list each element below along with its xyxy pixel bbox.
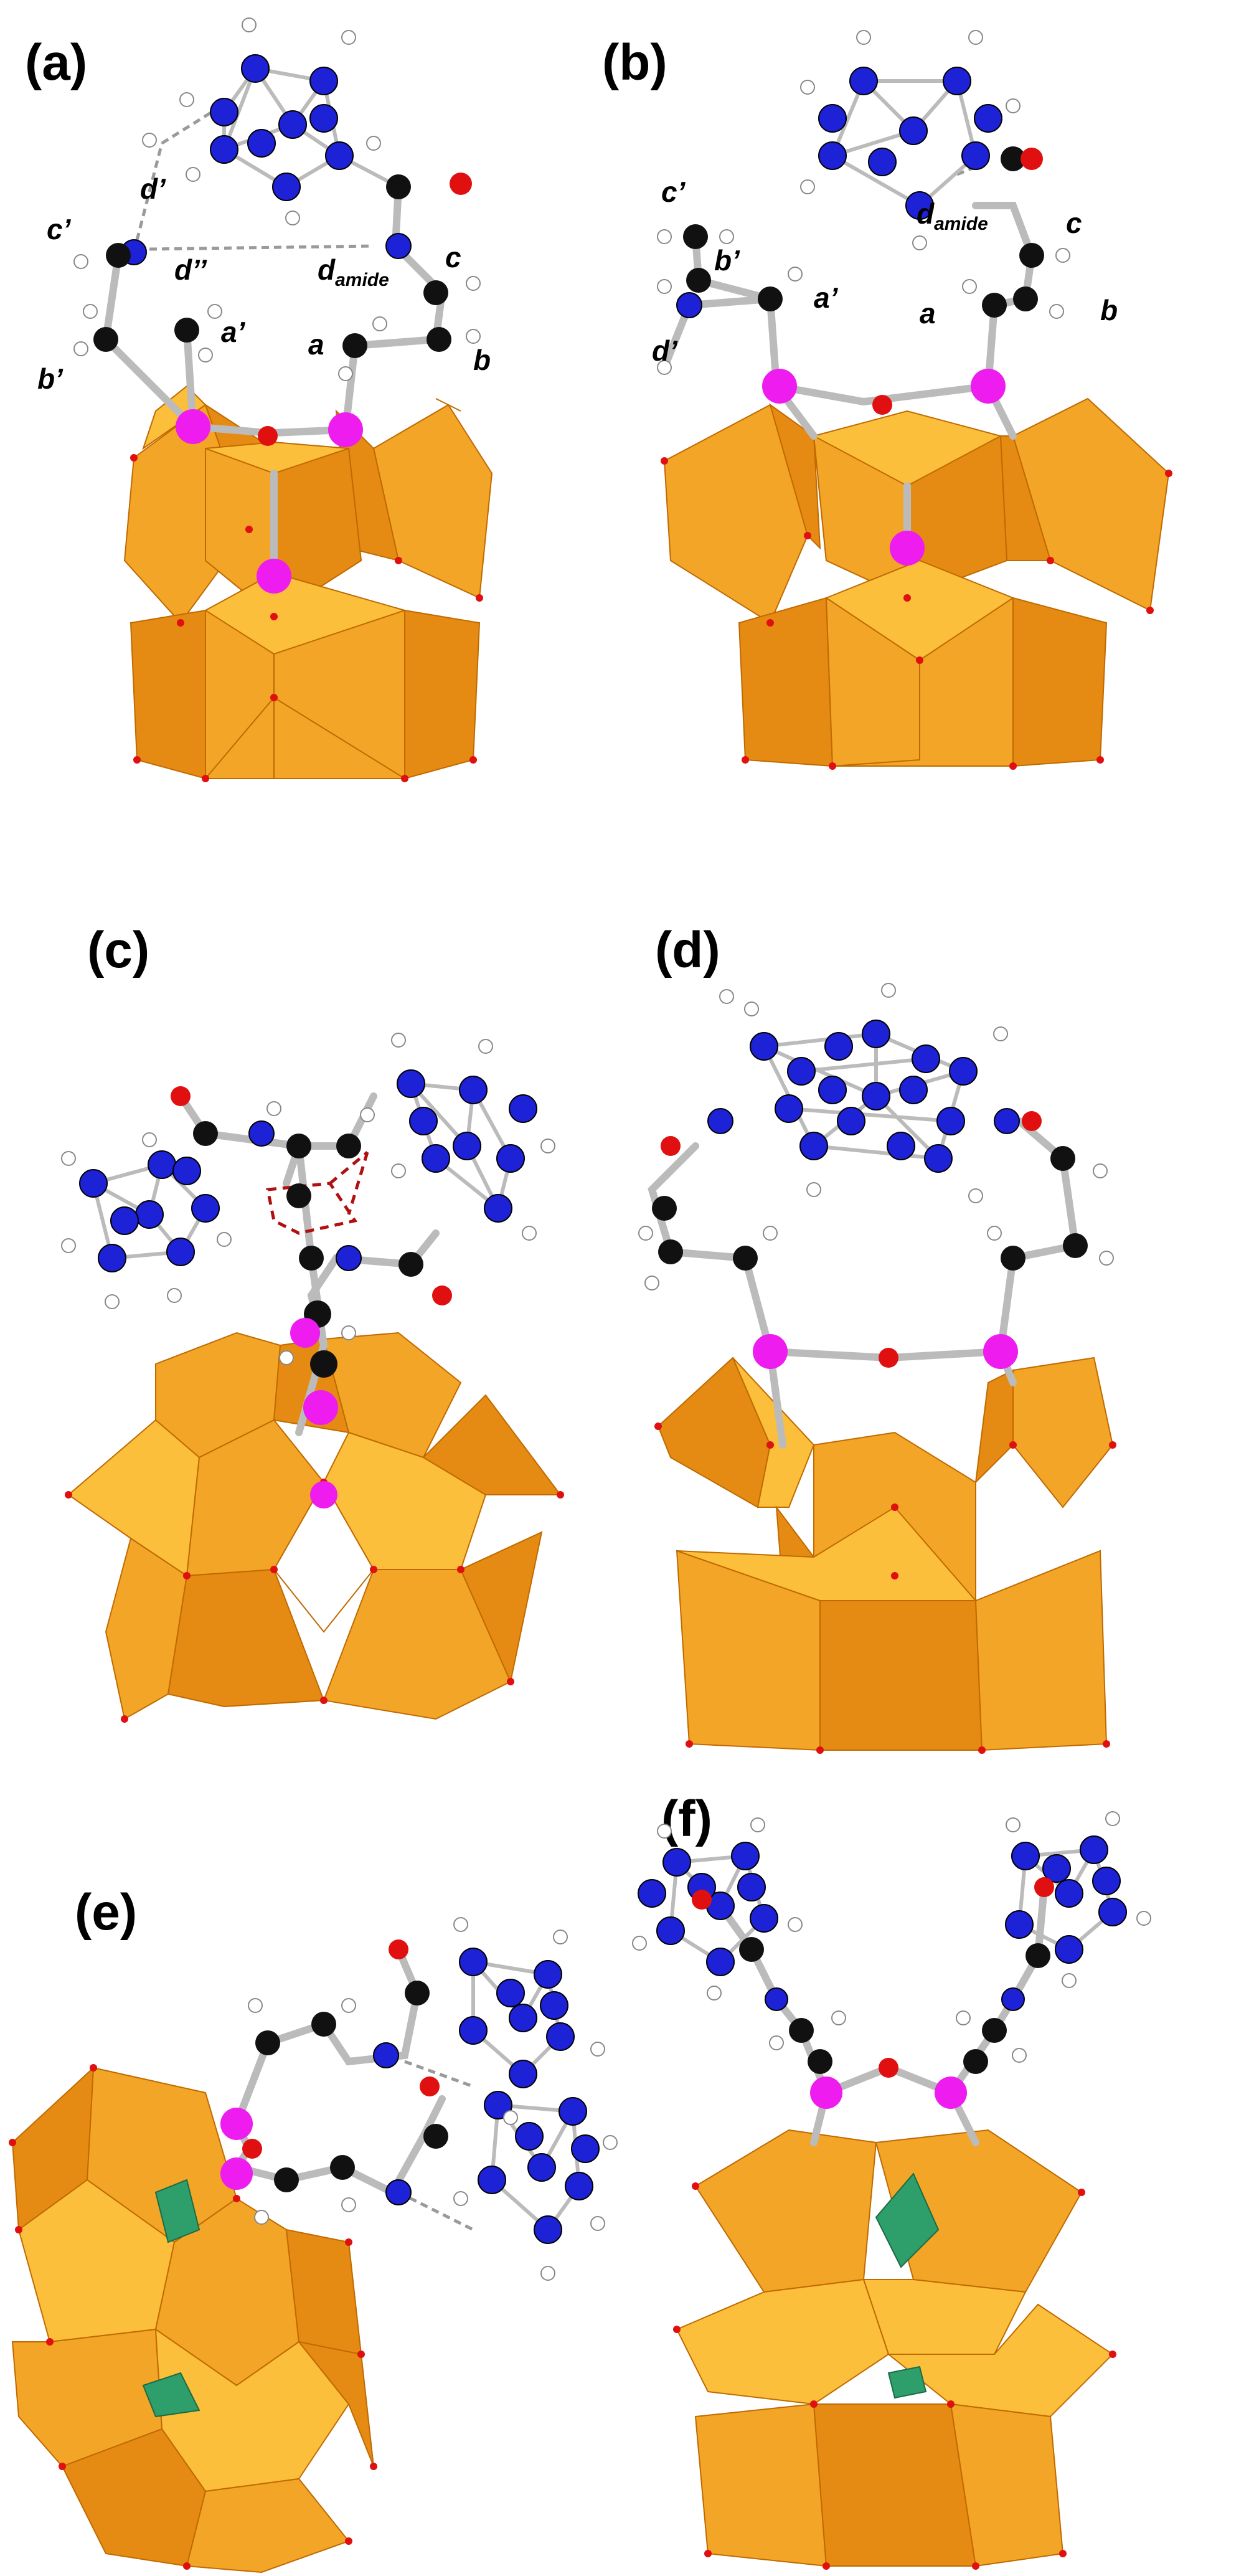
annotation-b: b [473, 344, 491, 376]
polyoxometalate-framework [9, 2064, 377, 2574]
hydrogen-atoms [61, 1033, 555, 1365]
annotation-a: a [920, 297, 936, 329]
hydrogen-atoms [632, 1811, 1151, 2063]
annotation-d-double-prime: d’’ [174, 253, 207, 286]
oxygen-atoms [171, 1086, 452, 1305]
boron-atoms [638, 1835, 1127, 2011]
annotation-d-prime: d’ [140, 173, 166, 205]
carbon-atoms [93, 174, 451, 358]
phosphorus-atoms [220, 2108, 253, 2190]
hydrogen-atoms [248, 1917, 618, 2281]
annotation-d-amide: damide [917, 197, 988, 235]
hydrogen-atoms [638, 983, 1114, 1290]
polyoxometalate-framework [65, 1332, 564, 1723]
panel-d: (d) [627, 884, 1254, 1775]
boron-atoms [676, 67, 1002, 318]
boron-atoms [707, 1020, 1020, 1173]
molecular-structure [632, 1811, 1151, 2570]
oxygen-atoms [692, 1877, 1054, 2078]
oxygen-atoms [872, 148, 1043, 415]
molecular-structure [9, 1917, 618, 2574]
panel-label: (a) [25, 34, 88, 91]
oxygen-atoms [661, 1111, 1042, 1368]
hydrogen-atoms [73, 17, 481, 381]
annotation-b-prime: b’ [37, 362, 63, 395]
annotation-a: a [308, 328, 324, 361]
carbon-atoms [739, 1937, 1050, 2074]
carbon-atoms [652, 1146, 1088, 1271]
annotation-d-amide: damide [318, 253, 389, 291]
molecular-structure [73, 17, 493, 782]
annotation-b-prime: b’ [714, 244, 740, 277]
molecular-structure [657, 30, 1172, 770]
molecular-structure [61, 1033, 564, 1723]
panel-a: (a) [0, 0, 627, 859]
panel-f: (f) [627, 1794, 1254, 2576]
carborane-cluster [831, 79, 978, 207]
phosphorus-atoms [290, 1318, 338, 1508]
annotation-a-prime: a’ [221, 316, 245, 348]
annotation-b: b [1100, 294, 1118, 326]
panel-label: (c) [87, 922, 150, 978]
phosphorus-atoms [176, 409, 363, 594]
panel-c: (c) [0, 884, 627, 1775]
annotation-a-prime: a’ [814, 282, 838, 314]
phosphorus-atoms [762, 369, 1006, 566]
molecular-structure [638, 983, 1116, 1754]
phosphorus-atoms [753, 1334, 1018, 1369]
boron-atoms [121, 54, 412, 265]
polyoxometalate-framework [673, 2129, 1116, 2570]
carbon-atoms [255, 1981, 448, 2192]
annotation-d-prime: d’ [652, 334, 677, 367]
boron-atoms [79, 1069, 537, 1272]
dashed-ring-highlight [266, 1151, 369, 1235]
panel-label: (e) [75, 1884, 138, 1941]
hydrogen-atoms [657, 30, 1070, 375]
annotation-c-prime: c’ [47, 213, 71, 245]
oxygen-atoms [242, 1939, 440, 2159]
polyoxometalate-framework [661, 397, 1172, 770]
annotation-c-prime: c’ [661, 176, 686, 208]
panel-b: (b) [602, 0, 1254, 859]
panel-label: (d) [655, 922, 720, 978]
hydrogen-bonds [397, 2060, 474, 2232]
panel-label: (b) [602, 34, 667, 91]
carbon-atoms [683, 146, 1044, 318]
boron-atoms [373, 1948, 600, 2244]
hydrogen-bonds [132, 110, 374, 253]
panel-e: (e) [0, 1794, 627, 2576]
polyoxometalate-framework [654, 1357, 1116, 1754]
phosphorus-atoms [810, 2076, 967, 2109]
oxygen-atoms [258, 173, 472, 446]
polyoxometalate-framework [123, 385, 493, 782]
annotation-c: c [445, 241, 461, 273]
annotation-c: c [1066, 207, 1082, 239]
